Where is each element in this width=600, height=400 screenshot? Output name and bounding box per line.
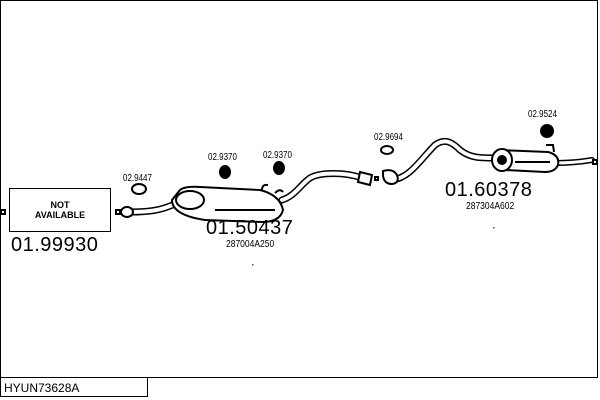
accessory-number[interactable]: 02.9370 bbox=[263, 150, 292, 161]
not-available-line1: NOT bbox=[50, 200, 70, 210]
oe-number: 287304A602 bbox=[466, 201, 515, 212]
gasket-rear bbox=[381, 169, 399, 186]
part-number[interactable]: 01.99930 bbox=[11, 234, 99, 256]
middle-pipe bbox=[278, 170, 366, 204]
accessory-number[interactable]: 02.9447 bbox=[123, 173, 152, 184]
rear-silencer bbox=[491, 144, 560, 174]
part-number[interactable]: 01.60378 bbox=[445, 179, 533, 201]
accessory-number[interactable]: 02.9694 bbox=[374, 132, 403, 143]
not-available-line2: AVAILABLE bbox=[34, 210, 86, 220]
flange-middle bbox=[356, 170, 374, 187]
reference-label: HYUN73628A bbox=[0, 377, 148, 397]
middle-silencer bbox=[170, 183, 285, 224]
flange-front bbox=[120, 206, 134, 218]
rubber-mount-icon bbox=[273, 161, 285, 175]
accessory-number[interactable]: 02.9370 bbox=[208, 152, 237, 163]
rubber-mount-icon bbox=[219, 165, 231, 179]
gasket-icon bbox=[380, 145, 394, 155]
not-available-box: NOT AVAILABLE bbox=[9, 188, 111, 232]
gasket-icon bbox=[131, 183, 147, 195]
diagram-frame bbox=[0, 0, 598, 378]
rubber-mount-icon bbox=[540, 124, 554, 138]
oe-number: 287004A250 bbox=[226, 239, 275, 250]
part-number[interactable]: 01.50437 bbox=[206, 217, 294, 239]
accessory-number[interactable]: 02.9524 bbox=[528, 109, 557, 120]
